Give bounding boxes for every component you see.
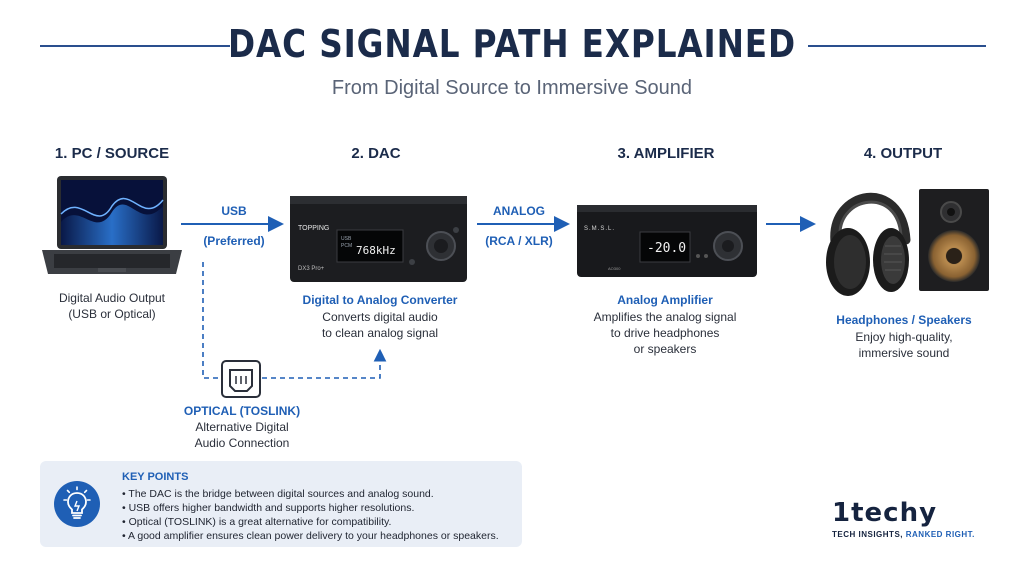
- dac-subtitle: Digital to Analog Converter: [302, 293, 458, 307]
- optical-dashed-line-left: [202, 262, 222, 379]
- amplifier-desc-line: Amplifies the analog signal: [593, 310, 737, 324]
- lightbulb-icon: [54, 481, 100, 527]
- page-subtitle: From Digital Source to Immersive Sound: [331, 77, 693, 99]
- dac-model-text: DX3 Pro+: [298, 266, 325, 272]
- source-desc-line: Digital Audio Output: [58, 291, 166, 305]
- brand-tagline-main: TECH INSIGHTS,: [832, 530, 906, 539]
- analog-label: ANALOG: [493, 204, 545, 218]
- dac-desc: Converts digital audio to clean analog s…: [270, 309, 490, 341]
- amplifier-desc: Amplifies the analog signal to drive hea…: [555, 309, 775, 357]
- key-point-item: USB offers higher bandwidth and supports…: [122, 501, 499, 515]
- output-desc-line: immersive sound: [858, 346, 950, 360]
- optical-dashed-line-right: [262, 348, 387, 379]
- title-rule-right: [808, 45, 986, 47]
- laptop-icon: [42, 176, 182, 274]
- toslink-port-icon: [221, 360, 261, 398]
- output-desc: Enjoy high-quality, immersive sound: [794, 329, 1014, 361]
- source-desc: Digital Audio Output (USB or Optical): [2, 290, 222, 322]
- optical-desc-line: Audio Connection: [194, 436, 290, 450]
- amplifier-subtitle: Analog Amplifier: [617, 293, 713, 307]
- title-rule-left: [40, 45, 230, 47]
- amp-display-value: -20.0: [647, 241, 686, 256]
- usb-note: (Preferred): [203, 234, 265, 248]
- optical-label: OPTICAL (TOSLINK): [183, 404, 301, 418]
- amp-model-text: AO300: [608, 266, 621, 271]
- output-subtitle: Headphones / Speakers: [836, 313, 972, 327]
- dac-desc-line: Converts digital audio: [322, 310, 438, 324]
- key-points-panel: KEY POINTS The DAC is the bridge between…: [40, 461, 522, 547]
- key-points-list: The DAC is the bridge between digital so…: [122, 487, 499, 543]
- dac-desc-line: to clean analog signal: [321, 326, 439, 340]
- source-desc-line: (USB or Optical): [68, 307, 156, 321]
- stage-title-amplifier: 3. AMPLIFIER: [617, 145, 715, 162]
- amp-brand-text: S.M.S.L.: [584, 226, 615, 232]
- key-points-title: KEY POINTS: [122, 471, 189, 483]
- key-point-item: The DAC is the bridge between digital so…: [122, 487, 499, 501]
- output-desc-line: Enjoy high-quality,: [855, 330, 953, 344]
- amplifier-desc-line: or speakers: [633, 342, 697, 356]
- dac-display-small: USB: [341, 236, 352, 242]
- speaker-icon: [919, 189, 989, 291]
- stage-title-source: 1. PC / SOURCE: [54, 145, 170, 162]
- stage-title-output: 4. OUTPUT: [863, 145, 943, 162]
- dac-display-value: 768kHz: [356, 244, 396, 257]
- optical-desc: Alternative Digital Audio Connection: [132, 419, 352, 451]
- stage-title-dac: 2. DAC: [351, 145, 401, 162]
- key-point-item: Optical (TOSLINK) is a great alternative…: [122, 515, 499, 529]
- headphones-icon: [826, 193, 911, 296]
- dac-display-small2: PCM: [341, 243, 352, 249]
- page-title: DAC SIGNAL PATH EXPLAINED: [228, 22, 796, 66]
- amplifier-desc-line: to drive headphones: [610, 326, 720, 340]
- amplifier-device-icon: [577, 205, 757, 277]
- optical-desc-line: Alternative Digital: [195, 420, 289, 434]
- brand-name: 1techy: [832, 498, 938, 528]
- dac-device-icon: [290, 196, 467, 282]
- dac-brand-text: TOPPING: [298, 225, 329, 232]
- brand-tagline: TECH INSIGHTS, RANKED RIGHT.: [832, 530, 982, 539]
- usb-label: USB: [221, 204, 247, 218]
- brand-logo: 1techy TECH INSIGHTS, RANKED RIGHT.: [832, 498, 982, 539]
- key-point-item: A good amplifier ensures clean power del…: [122, 529, 499, 543]
- analog-note: (RCA / XLR): [485, 234, 553, 248]
- brand-tagline-accent: RANKED RIGHT.: [905, 530, 975, 539]
